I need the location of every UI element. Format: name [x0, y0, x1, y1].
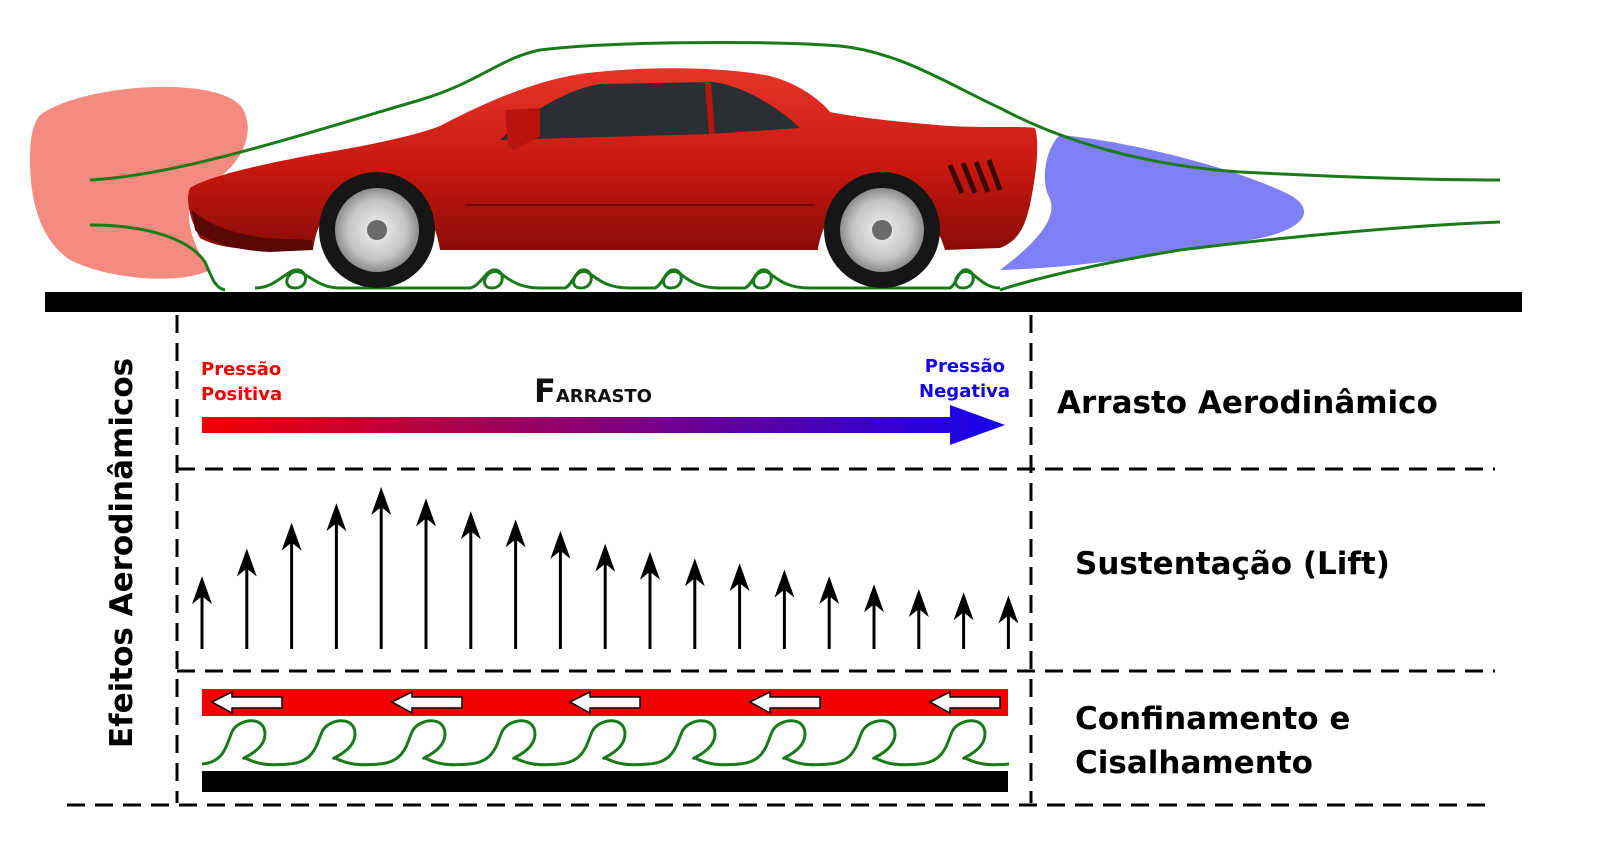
lift-arrow [326, 503, 347, 649]
shear-arrow [210, 690, 283, 715]
car-body [188, 68, 1038, 250]
streamlines [89, 41, 1501, 292]
car-illustration [30, 41, 1522, 312]
drag-force-label: Farrasto [534, 372, 652, 410]
lift-arrow [729, 563, 750, 649]
positive-pressure-label-line1: Pressão [201, 359, 281, 380]
lift-arrow [236, 548, 257, 649]
lift-arrow [640, 551, 660, 649]
lift-arrow [595, 543, 616, 649]
negative-pressure-label-line2: Negativa [919, 381, 1010, 402]
shear-arrow [568, 690, 641, 715]
lift-arrow [864, 584, 884, 649]
rear-wheel [824, 172, 940, 288]
effects-side-label: Efeitos Aerodinâmicos [104, 358, 140, 748]
drag-force-symbol: F [534, 372, 556, 410]
vortex-chain [201, 719, 1010, 767]
lift-row-label: Sustentação (Lift) [1075, 546, 1390, 582]
lift-arrow [819, 576, 840, 649]
shear-arrow [928, 690, 1001, 715]
side-mirror [505, 108, 540, 150]
lift-arrow [550, 530, 571, 649]
lift-arrows [192, 487, 1019, 649]
positive-pressure-label-line2: Positiva [201, 384, 282, 405]
front-wheel [319, 172, 435, 288]
lift-arrow [416, 498, 436, 649]
low-pressure-zone [1000, 135, 1305, 270]
lift-arrow [908, 589, 929, 649]
drag-force-name: arrasto [556, 379, 652, 409]
car-window [500, 82, 800, 140]
ground-bar [202, 771, 1008, 792]
side-vents [947, 159, 1003, 194]
car-outline-streamline [89, 220, 1501, 292]
sports-car [188, 68, 1038, 288]
underbody-vortices [254, 268, 1001, 290]
lift-row: Sustentação (Lift) [192, 487, 1390, 649]
shear-arrows [210, 690, 1001, 715]
drag-row-label: Arrasto Aerodinâmico [1057, 385, 1438, 421]
drag-row: Pressão Positiva Pressão Negativa Farras… [201, 356, 1438, 445]
confinement-label-line2: Cisalhamento [1075, 745, 1313, 781]
lift-arrow [371, 487, 392, 649]
lift-arrow [192, 576, 212, 649]
lift-arrow [684, 558, 705, 649]
drag-gradient-arrow [202, 405, 1005, 445]
high-pressure-zone [30, 86, 248, 279]
shear-arrow [390, 690, 463, 715]
road-surface [45, 292, 1522, 312]
lift-arrow [505, 519, 526, 649]
table-grid [67, 315, 1495, 807]
shear-arrow [748, 690, 821, 715]
negative-pressure-label-line1: Pressão [925, 356, 1005, 377]
front-bumper [192, 210, 313, 252]
confinement-row: Confinamento e Cisalhamento [201, 689, 1350, 792]
lift-arrow [460, 511, 481, 649]
upper-streamline [89, 41, 1501, 182]
lift-arrow [953, 592, 974, 649]
confinement-label-line1: Confinamento e [1075, 701, 1350, 737]
lift-arrow [998, 595, 1019, 649]
lift-arrow [281, 522, 302, 649]
lift-arrow [774, 569, 795, 649]
car-window-pillar [705, 82, 715, 135]
